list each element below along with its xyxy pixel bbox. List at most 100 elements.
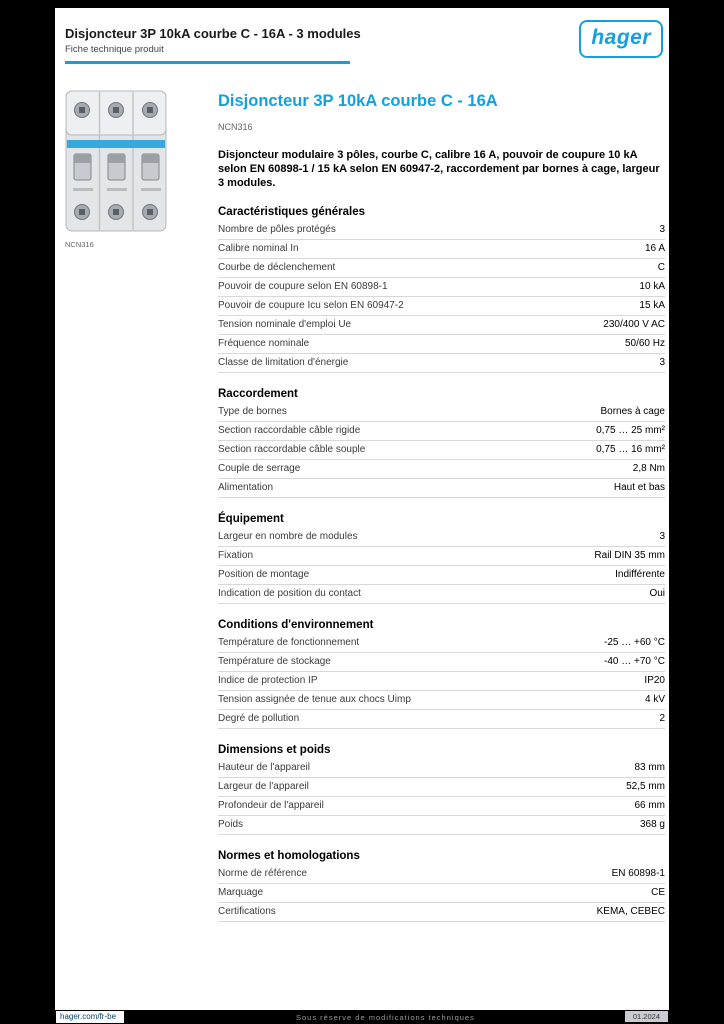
spec-row: Tension nominale d'emploi Ue 230/400 V AC [218, 316, 665, 335]
hager-logo[interactable]: hager [579, 20, 663, 58]
spec-label: Pouvoir de coupure selon EN 60898-1 [218, 281, 388, 293]
spec-row: Température de fonctionnement -25 … +60 °… [218, 634, 665, 653]
spec-label: Fixation [218, 550, 254, 562]
spec-row: Tension assignée de tenue aux chocs Uimp… [218, 691, 665, 710]
section-header: Raccordement [218, 387, 298, 400]
spec-label: Alimentation [218, 482, 274, 494]
spec-label: Température de stockage [218, 656, 331, 668]
spec-row: Section raccordable câble rigide 0,75 … 2… [218, 422, 665, 441]
spec-label: Nombre de pôles protégés [218, 224, 336, 236]
spec-value: 66 mm [634, 800, 665, 812]
spec-value: 3 [659, 531, 665, 543]
section-header: Équipement [218, 512, 284, 525]
spec-row: Couple de serrage 2,8 Nm [218, 460, 665, 479]
spec-label: Position de montage [218, 569, 310, 581]
spec-value: 0,75 … 25 mm² [596, 425, 665, 437]
spec-label: Tension nominale d'emploi Ue [218, 319, 352, 331]
footer-note: Sous réserve de modifications techniques [296, 1012, 475, 1022]
spec-value: 2 [659, 713, 665, 725]
spec-label: Poids [218, 819, 244, 831]
spec-value: KEMA, CEBEC [596, 906, 665, 918]
spec-label: Couple de serrage [218, 463, 301, 475]
spec-label: Température de fonctionnement [218, 637, 360, 649]
product-reference: NCN316 [218, 121, 253, 132]
spec-value: 3 [659, 357, 665, 369]
spec-row: Classe de limitation d'énergie 3 [218, 354, 665, 373]
spec-row: Poids 368 g [218, 816, 665, 835]
footer-date: 01.2024 [624, 1011, 668, 1022]
spec-value: Indifférente [615, 569, 665, 581]
spec-label: Section raccordable câble rigide [218, 425, 361, 437]
spec-label: Hauteur de l'appareil [218, 762, 310, 774]
spec-label: Classe de limitation d'énergie [218, 357, 349, 369]
spec-value: EN 60898-1 [611, 868, 665, 880]
spec-row: Certifications KEMA, CEBEC [218, 903, 665, 922]
spec-row: Position de montage Indifférente [218, 566, 665, 585]
spec-row: Pouvoir de coupure Icu selon EN 60947-2 1… [218, 297, 665, 316]
spec-label: Pouvoir de coupure Icu selon EN 60947-2 [218, 300, 404, 312]
image-caption: NCN316 [65, 240, 94, 249]
spec-label: Degré de pollution [218, 713, 300, 725]
spec-label: Certifications [218, 906, 276, 918]
page-header: Disjoncteur 3P 10kA courbe C - 16A - 3 m… [55, 8, 669, 80]
spec-value: 16 A [644, 243, 665, 255]
spec-row: Calibre nominal In 16 A [218, 240, 665, 259]
spec-value: 52,5 mm [626, 781, 665, 793]
spec-label: Indication de position du contact [218, 588, 361, 600]
spec-label: Marquage [218, 887, 264, 899]
spec-row: Largeur de l'appareil 52,5 mm [218, 778, 665, 797]
section-header: Conditions d'environnement [218, 618, 374, 631]
spec-row: Pouvoir de coupure selon EN 60898-1 10 kA [218, 278, 665, 297]
spec-value: 0,75 … 16 mm² [596, 444, 665, 456]
spec-value: 83 mm [634, 762, 665, 774]
doc-subtitle: Fiche technique produit [65, 44, 164, 56]
spec-value: 15 kA [639, 300, 665, 312]
spec-label: Courbe de déclenchement [218, 262, 336, 274]
spec-value: C [657, 262, 665, 274]
footer-bar: hager.com/fr-be Sous réserve de modifica… [0, 1010, 724, 1024]
spec-row: Largeur en nombre de modules 3 [218, 528, 665, 547]
spec-row: Hauteur de l'appareil 83 mm [218, 759, 665, 778]
spec-value: -25 … +60 °C [604, 637, 665, 649]
spec-value: Oui [649, 588, 665, 600]
product-title: Disjoncteur 3P 10kA courbe C - 16A [218, 92, 498, 110]
spec-value: 3 [659, 224, 665, 236]
section-header: Caractéristiques générales [218, 205, 366, 218]
spec-value: IP20 [644, 675, 665, 687]
spec-label: Largeur en nombre de modules [218, 531, 358, 543]
section-header: Normes et homologations [218, 849, 360, 862]
spec-label: Section raccordable câble souple [218, 444, 366, 456]
spec-label: Tension assignée de tenue aux chocs Uimp [218, 694, 411, 706]
spec-row: Degré de pollution 2 [218, 710, 665, 729]
spec-row: Section raccordable câble souple 0,75 … 1… [218, 441, 665, 460]
doc-title: Disjoncteur 3P 10kA courbe C - 16A - 3 m… [65, 26, 361, 41]
spec-row: Profondeur de l'appareil 66 mm [218, 797, 665, 816]
footer-site-link[interactable]: hager.com/fr-be [56, 1011, 125, 1023]
product-image-column: NCN316 [65, 90, 218, 922]
spec-row: Température de stockage-40 … +70 °C [218, 653, 665, 672]
spec-value: Rail DIN 35 mm [594, 550, 665, 562]
spec-label: Type de bornes [218, 406, 287, 418]
spec-value: 2,8 Nm [632, 463, 665, 475]
spec-value: Bornes à cage [600, 406, 666, 418]
mcb-illustration [65, 90, 167, 232]
spec-row: Norme de référence EN 60898-1 [218, 865, 665, 884]
spec-label: Largeur de l'appareil [218, 781, 309, 793]
spec-value: 230/400 V AC [603, 319, 665, 331]
spec-label: Calibre nominal In [218, 243, 299, 255]
spec-row: Nombre de pôles protégés 3 [218, 221, 665, 240]
product-description: Disjoncteur modulaire 3 pôles, courbe C,… [218, 148, 660, 190]
spec-label: Norme de référence [218, 868, 307, 880]
spec-row: Type de bornes Bornes à cage [218, 403, 665, 422]
datasheet-page: Disjoncteur 3P 10kA courbe C - 16A - 3 m… [55, 8, 669, 1010]
spec-label: Profondeur de l'appareil [218, 800, 324, 812]
spec-value: 10 kA [639, 281, 665, 293]
spec-row: Indication de position du contact Oui [218, 585, 665, 604]
spec-value: 368 g [639, 819, 665, 831]
spec-value: 50/60 Hz [624, 338, 665, 350]
